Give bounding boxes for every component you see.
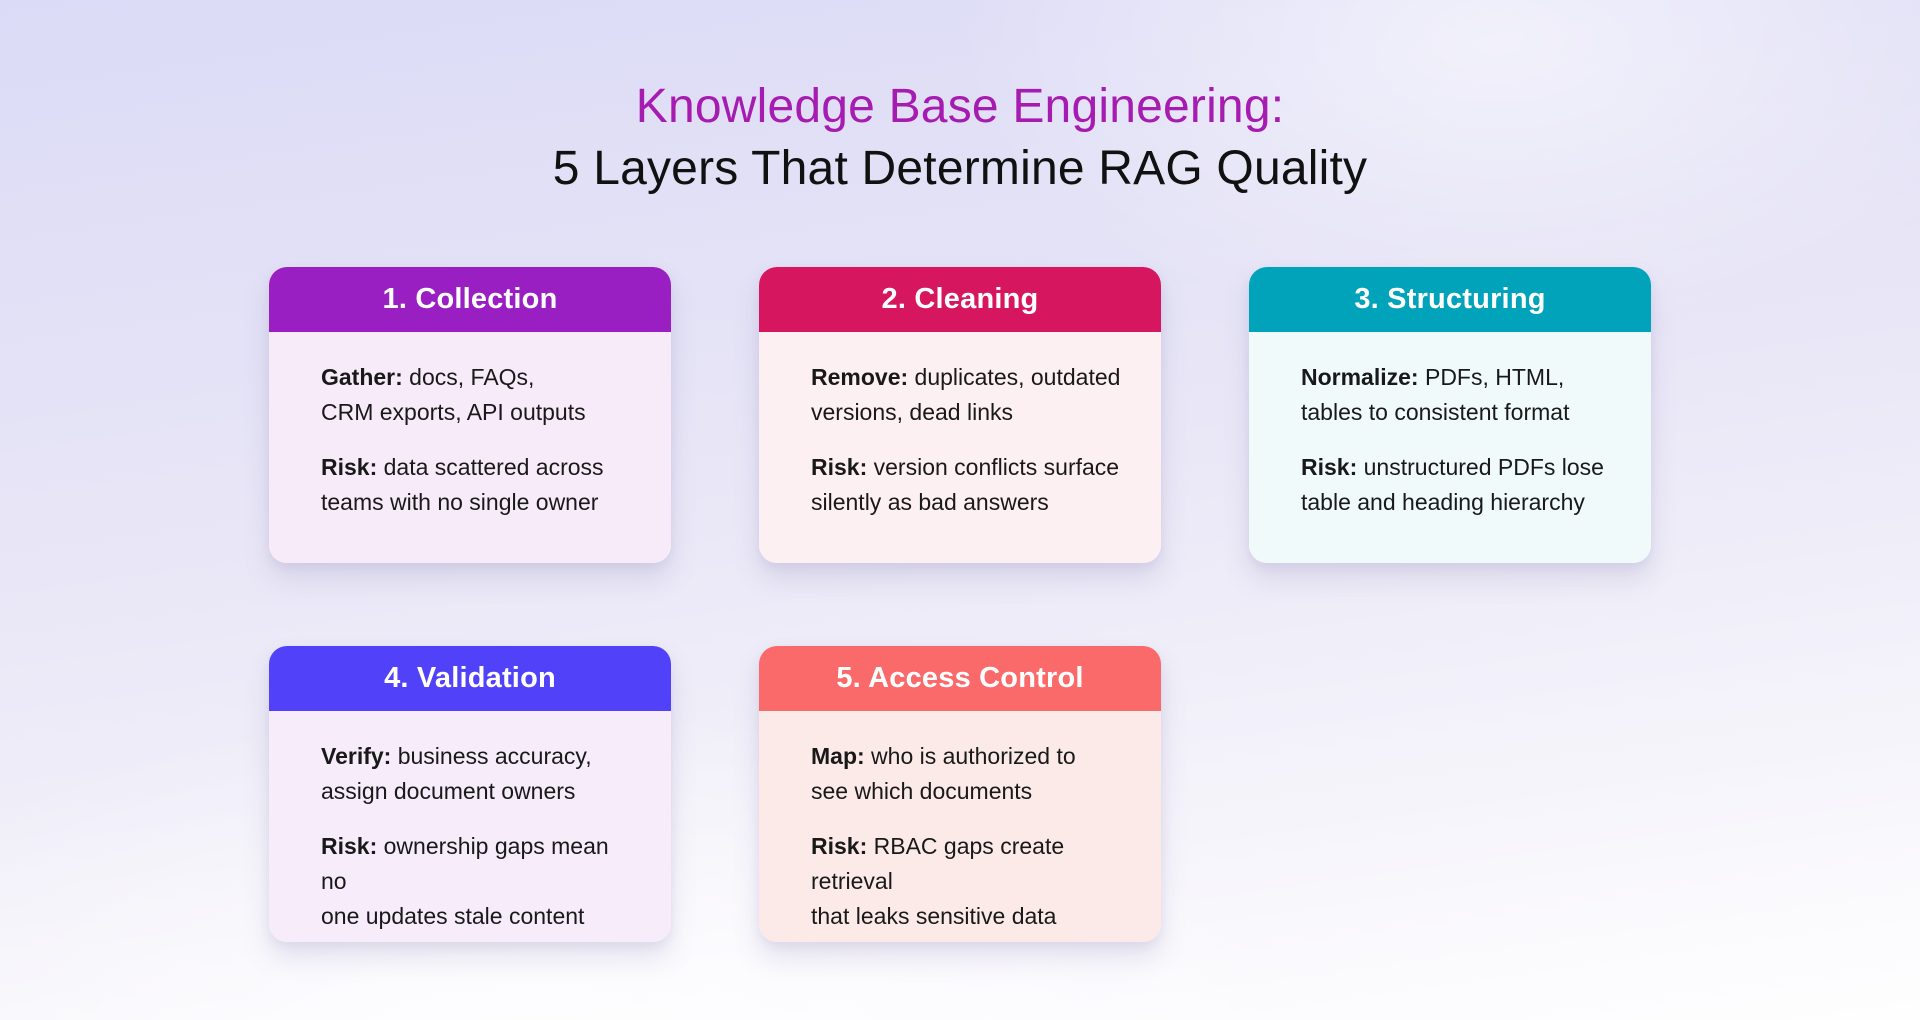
risk-rest: version conflicts surface <box>867 454 1120 480</box>
risk-label: Risk: <box>321 833 378 859</box>
action-line2: CRM exports, API outputs <box>321 399 586 425</box>
risk-label: Risk: <box>1301 454 1358 480</box>
risk-label: Risk: <box>811 454 868 480</box>
card-risk-text: Risk: unstructured PDFs lose table and h… <box>1301 450 1611 520</box>
risk-rest: unstructured PDFs lose <box>1357 454 1604 480</box>
action-label: Normalize: <box>1301 364 1419 390</box>
card-action-text: Verify: business accuracy, assign docume… <box>321 739 631 809</box>
risk-rest: ownership gaps mean no <box>321 833 609 894</box>
card-header: 2. Cleaning <box>759 267 1161 332</box>
action-rest: who is authorized to <box>864 743 1076 769</box>
risk-line2: table and heading hierarchy <box>1301 489 1585 515</box>
card-header: 4. Validation <box>269 646 671 711</box>
page-title: Knowledge Base Engineering: 5 Layers Tha… <box>0 76 1920 199</box>
action-label: Remove: <box>811 364 909 390</box>
action-rest: duplicates, outdated <box>908 364 1121 390</box>
card-risk-text: Risk: ownership gaps mean no one updates… <box>321 829 631 934</box>
action-rest: PDFs, HTML, <box>1418 364 1565 390</box>
risk-rest: RBAC gaps create retrieval <box>811 833 1065 894</box>
action-label: Map: <box>811 743 865 769</box>
action-label: Verify: <box>321 743 392 769</box>
card-body: Map: who is authorized to see which docu… <box>759 711 1161 942</box>
card-body: Verify: business accuracy, assign docume… <box>269 711 671 942</box>
card-risk-text: Risk: data scattered across teams with n… <box>321 450 631 520</box>
card-action-text: Remove: duplicates, outdated versions, d… <box>811 360 1121 430</box>
risk-line2: that leaks sensitive data <box>811 903 1057 929</box>
risk-rest: data scattered across <box>377 454 604 480</box>
action-line2: assign document owners <box>321 778 576 804</box>
card-heading: 2. Cleaning <box>881 283 1039 315</box>
action-line2: tables to consistent format <box>1301 399 1570 425</box>
card-access-control: 5. Access Control Map: who is authorized… <box>759 646 1161 942</box>
title-accent-line: Knowledge Base Engineering: <box>635 80 1285 133</box>
card-header: 1. Collection <box>269 267 671 332</box>
action-line2: versions, dead links <box>811 399 1013 425</box>
card-action-text: Gather: docs, FAQs, CRM exports, API out… <box>321 360 631 430</box>
card-body: Remove: duplicates, outdated versions, d… <box>759 332 1161 563</box>
action-rest: business accuracy, <box>391 743 592 769</box>
card-header: 3. Structuring <box>1249 267 1651 332</box>
card-action-text: Normalize: PDFs, HTML, tables to consist… <box>1301 360 1611 430</box>
card-heading: 3. Structuring <box>1354 283 1546 315</box>
card-heading: 1. Collection <box>382 283 558 315</box>
risk-label: Risk: <box>811 833 868 859</box>
card-validation: 4. Validation Verify: business accuracy,… <box>269 646 671 942</box>
cards-grid: 1. Collection Gather: docs, FAQs, CRM ex… <box>269 267 1651 942</box>
risk-line2: one updates stale content <box>321 903 585 929</box>
card-body: Gather: docs, FAQs, CRM exports, API out… <box>269 332 671 563</box>
card-cleaning: 2. Cleaning Remove: duplicates, outdated… <box>759 267 1161 563</box>
card-heading: 4. Validation <box>384 662 556 694</box>
action-rest: docs, FAQs, <box>402 364 535 390</box>
card-structuring: 3. Structuring Normalize: PDFs, HTML, ta… <box>1249 267 1651 563</box>
card-action-text: Map: who is authorized to see which docu… <box>811 739 1121 809</box>
card-body: Normalize: PDFs, HTML, tables to consist… <box>1249 332 1651 563</box>
card-collection: 1. Collection Gather: docs, FAQs, CRM ex… <box>269 267 671 563</box>
card-risk-text: Risk: RBAC gaps create retrieval that le… <box>811 829 1121 934</box>
action-line2: see which documents <box>811 778 1033 804</box>
risk-line2: silently as bad answers <box>811 489 1049 515</box>
risk-line2: teams with no single owner <box>321 489 599 515</box>
card-risk-text: Risk: version conflicts surface silently… <box>811 450 1121 520</box>
risk-label: Risk: <box>321 454 378 480</box>
title-main-line: 5 Layers That Determine RAG Quality <box>552 142 1368 195</box>
card-header: 5. Access Control <box>759 646 1161 711</box>
card-heading: 5. Access Control <box>836 662 1084 694</box>
action-label: Gather: <box>321 364 403 390</box>
